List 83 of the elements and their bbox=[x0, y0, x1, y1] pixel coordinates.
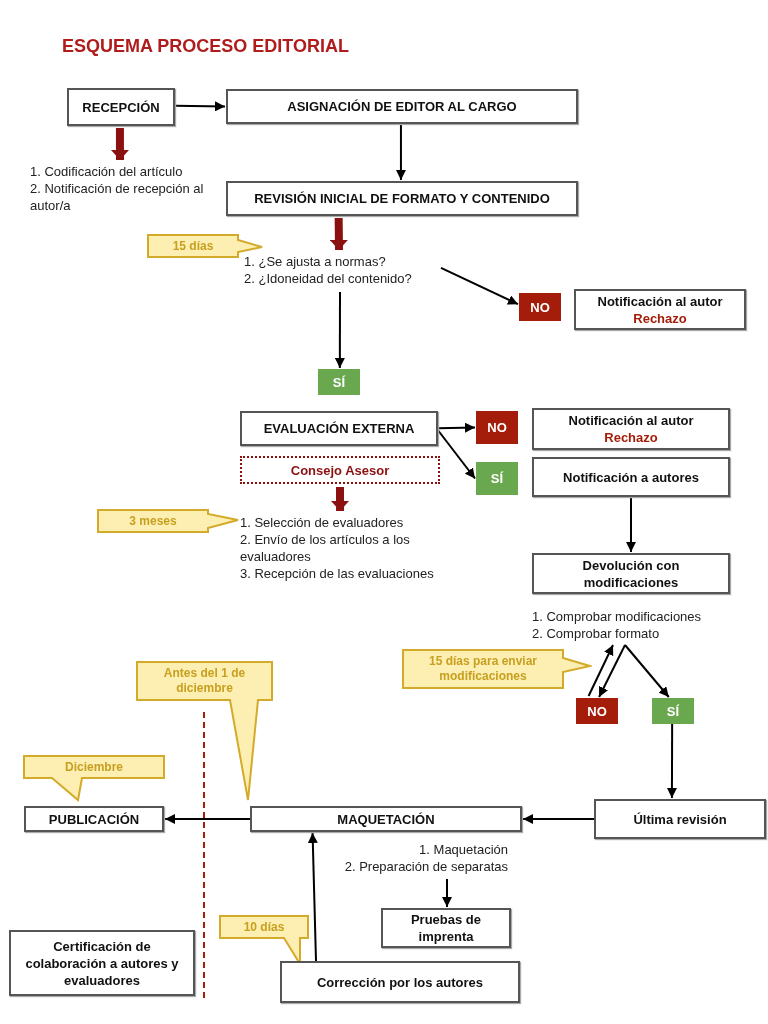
box-label: Notificación a autores bbox=[563, 468, 699, 486]
decision-label: NO bbox=[487, 420, 507, 435]
list-text: 2. Notificación de recepción al autor/a bbox=[30, 179, 205, 214]
box-label: Notificación al autor bbox=[568, 412, 694, 429]
process-box bbox=[280, 961, 520, 1003]
list-text: 1. Comprobar modificaciones bbox=[532, 608, 702, 625]
arrow bbox=[334, 291, 345, 369]
process-box bbox=[226, 181, 578, 216]
decision-yes bbox=[652, 698, 694, 724]
process-box bbox=[532, 408, 730, 450]
process-box bbox=[250, 806, 522, 832]
callout-text: 15 días bbox=[171, 237, 215, 255]
decision-no bbox=[576, 698, 618, 724]
decision-label: NO bbox=[587, 703, 607, 719]
list-text: 2. Envío de los artículos a los evaluadores bbox=[240, 531, 411, 565]
box-label: Corrección por los autores bbox=[316, 973, 484, 991]
decision-no bbox=[519, 293, 561, 321]
box-label: Devolución con modificaciones bbox=[581, 556, 681, 591]
box-label: Consejo Asesor bbox=[290, 462, 390, 478]
process-box bbox=[24, 806, 164, 832]
decision-yes bbox=[318, 369, 360, 395]
arrow bbox=[522, 814, 595, 824]
list-text: 2. Comprobar formato bbox=[532, 625, 660, 642]
arrow bbox=[164, 814, 251, 824]
box-label: Última revisión bbox=[633, 810, 727, 828]
list-text: 2. Preparación de separatas bbox=[344, 858, 508, 875]
process-box bbox=[240, 411, 438, 446]
box-label: MAQUETACIÓN bbox=[337, 810, 435, 828]
decision-yes bbox=[476, 462, 518, 495]
box-label: Rechazo bbox=[633, 309, 687, 327]
box-label: Rechazo bbox=[604, 429, 658, 446]
arrow bbox=[626, 496, 636, 553]
arrow bbox=[624, 644, 670, 698]
list-text: 2. ¿Idoneidad del contenido? bbox=[244, 270, 412, 287]
arrow bbox=[307, 832, 318, 962]
callout-bubble bbox=[135, 660, 274, 802]
callout-bubble bbox=[401, 648, 592, 690]
callout-text: 3 meses bbox=[128, 512, 178, 530]
callout-text: 10 días bbox=[242, 918, 286, 936]
arrow bbox=[437, 429, 476, 480]
process-box bbox=[381, 908, 511, 948]
process-box bbox=[532, 553, 730, 594]
arrow bbox=[598, 644, 626, 698]
arrow bbox=[587, 644, 614, 697]
callout-bubble bbox=[146, 233, 264, 259]
decision-no bbox=[476, 411, 518, 444]
list-text: 3. Recepción de las evaluaciones bbox=[240, 565, 434, 582]
decision-label: SÍ bbox=[332, 374, 346, 390]
box-label: REVISIÓN INICIAL DE FORMATO Y CONTENIDO bbox=[254, 190, 550, 207]
callout-text: 15 días para enviar modificaciones bbox=[427, 653, 539, 685]
box-label: Certificación de colaboración a autores y evaluadores bbox=[24, 937, 180, 989]
callout-bubble bbox=[96, 508, 240, 534]
list-text: 1. Maquetación bbox=[419, 841, 508, 858]
block-arrow bbox=[329, 217, 348, 251]
diagram-title: ESQUEMA PROCESO EDITORIAL bbox=[62, 36, 350, 57]
box-label: EVALUACIÓN EXTERNA bbox=[263, 420, 415, 437]
box-label: Pruebas de imprenta bbox=[409, 911, 483, 945]
process-box bbox=[67, 88, 175, 126]
arrow bbox=[437, 422, 476, 433]
box-label: PUBLICACIÓN bbox=[48, 810, 140, 828]
process-box bbox=[9, 930, 195, 996]
arrow bbox=[174, 101, 226, 112]
box-label: Notificación al autor bbox=[597, 292, 723, 310]
list-text: 1. ¿Se ajusta a normas? bbox=[244, 253, 386, 270]
list-text: 1. Codificación del artículo bbox=[30, 162, 183, 180]
process-box bbox=[226, 89, 578, 124]
box-label: ASIGNACIÓN DE EDITOR AL CARGO bbox=[287, 98, 517, 115]
box-label: RECEPCIÓN bbox=[82, 98, 160, 116]
callout-text: Antes del 1 de diciembre bbox=[162, 665, 247, 697]
arrow bbox=[395, 123, 406, 181]
arrow bbox=[666, 723, 677, 799]
decision-label: SÍ bbox=[490, 471, 504, 486]
callout-bubble bbox=[22, 754, 166, 802]
decision-label: SÍ bbox=[666, 703, 680, 719]
process-box bbox=[574, 289, 746, 330]
decision-label: NO bbox=[530, 299, 550, 315]
process-box bbox=[532, 457, 730, 497]
callout-text: Diciembre bbox=[64, 758, 124, 776]
dotted-box bbox=[240, 456, 440, 484]
list-text: 1. Selección de evaluadores bbox=[240, 514, 404, 531]
arrow bbox=[442, 878, 453, 908]
arrow bbox=[440, 266, 519, 306]
process-box bbox=[594, 799, 766, 839]
